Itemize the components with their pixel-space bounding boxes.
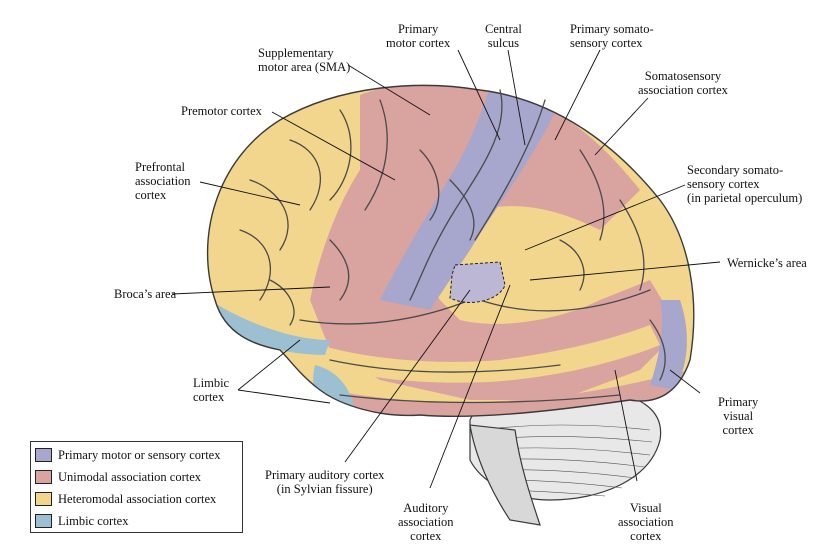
- label-visual-association-cortex: Visual association cortex: [618, 501, 674, 543]
- legend-label-limbic: Limbic cortex: [58, 513, 129, 528]
- label-secondary-somatosensory-cortex: Secondary somato- sensory cortex (in par…: [687, 163, 803, 205]
- label-supplementary-motor-area: Supplementary motor area (SMA): [258, 46, 351, 74]
- legend-swatch-primary: [35, 448, 52, 462]
- legend-item-unimodal: Unimodal association cortex: [35, 468, 201, 486]
- temporal-heteromodal: [320, 325, 660, 383]
- label-limbic-cortex: Limbic cortex: [193, 376, 230, 404]
- legend-item-primary: Primary motor or sensory cortex: [35, 446, 220, 464]
- label-primary-motor-cortex: Primary motor cortex: [386, 22, 451, 50]
- label-premotor-cortex: Premotor cortex: [181, 104, 262, 118]
- label-primary-visual-cortex: Primary visual cortex: [718, 395, 759, 437]
- sulci-lines: [239, 89, 666, 404]
- legend-item-heteromodal: Heteromodal association cortex: [35, 490, 216, 508]
- label-central-sulcus: Central sulcus: [485, 22, 522, 50]
- leader-lines: [171, 49, 721, 489]
- brain-outline: [206, 84, 695, 418]
- label-prefrontal-association-cortex: Prefrontal association cortex: [135, 160, 191, 202]
- legend-swatch-unimodal: [35, 470, 52, 484]
- primary-auditory-dashed: [449, 261, 506, 303]
- label-somatosensory-association-cortex: Somatosensory association cortex: [638, 69, 728, 97]
- legend-swatch-limbic: [35, 514, 52, 528]
- label-auditory-association-cortex: Auditory association cortex: [398, 501, 454, 543]
- label-primary-auditory-cortex: Primary auditory cortex (in Sylvian fiss…: [265, 468, 385, 496]
- primary-motor-sensory-strip: [380, 85, 560, 310]
- legend: Primary motor or sensory cortex Unimodal…: [30, 441, 243, 533]
- legend-label-unimodal: Unimodal association cortex: [58, 469, 202, 484]
- label-wernickes-area: Wernicke’s area: [727, 256, 807, 270]
- brainstem: [469, 424, 541, 526]
- limbic-frontal: [210, 300, 330, 355]
- legend-label-primary: Primary motor or sensory cortex: [58, 447, 221, 462]
- legend-label-heteromodal: Heteromodal association cortex: [58, 491, 217, 506]
- primary-visual: [650, 300, 687, 390]
- label-primary-somatosensory-cortex: Primary somato- sensory cortex: [570, 22, 654, 50]
- legend-swatch-heteromodal: [35, 492, 52, 506]
- label-brocas-area: Broca’s area: [114, 287, 177, 301]
- legend-item-limbic: Limbic cortex: [35, 512, 128, 530]
